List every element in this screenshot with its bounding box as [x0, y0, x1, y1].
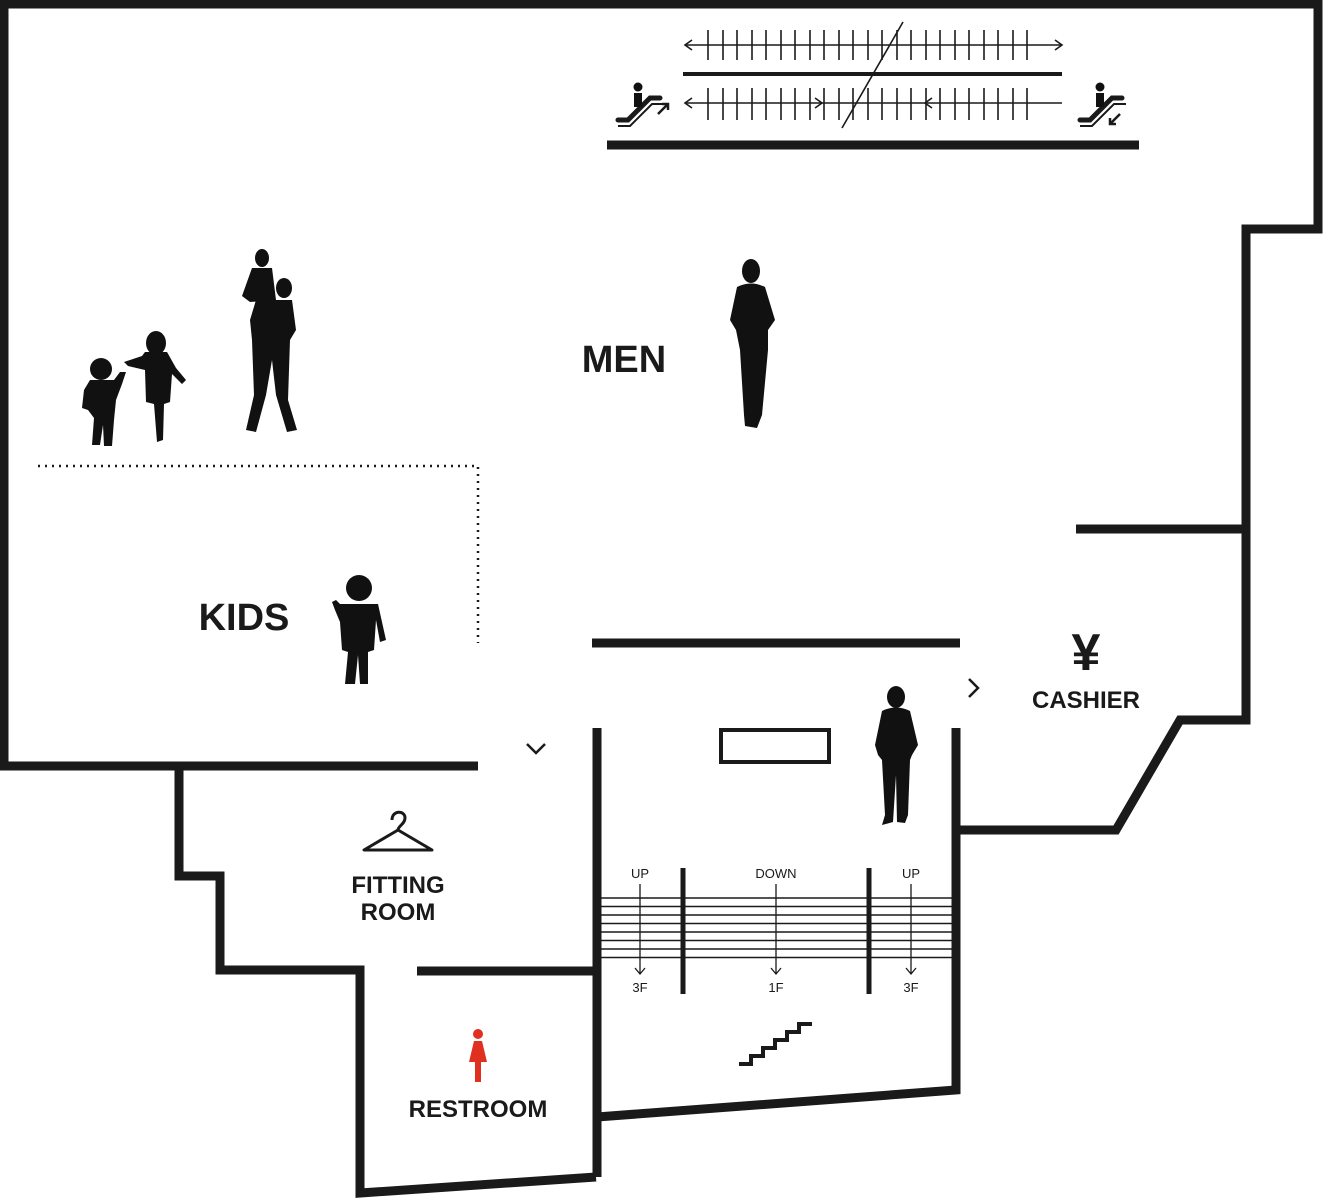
- child-waving-silhouette: [332, 575, 386, 684]
- fitting-room-label-line1: FITTING: [351, 872, 444, 899]
- woman-restroom-icon: [469, 1029, 487, 1082]
- man-in-suit-silhouette: [730, 259, 775, 428]
- fitting-room-wall: [174, 766, 597, 1198]
- kids-label: KIDS: [199, 597, 290, 639]
- restroom-label: RESTROOM: [409, 1096, 548, 1123]
- escalator-up-icon: [615, 82, 670, 127]
- girl-silhouette: [124, 331, 186, 442]
- hanger-icon: [362, 810, 434, 852]
- fitting-room-label-line2: ROOM: [361, 899, 436, 926]
- staircase-icon: [739, 1022, 812, 1066]
- stairs: UP 3F DOWN 1F UP 3F: [600, 866, 952, 995]
- stair-middle-direction: DOWN: [755, 866, 796, 881]
- chevron-right-icon: [968, 678, 980, 698]
- chevron-down-icon: [526, 743, 546, 755]
- stair-right-wall: [596, 728, 961, 1122]
- boy-silhouette: [82, 358, 126, 446]
- men-label: MEN: [582, 339, 666, 381]
- display-table: [719, 728, 831, 764]
- stair-right-floor: 3F: [903, 980, 918, 995]
- family-silhouette: [242, 249, 297, 432]
- escalator-down-icon: [1077, 82, 1126, 127]
- escalator: [683, 21, 1064, 129]
- stair-middle-floor: 1F: [768, 980, 783, 995]
- stair-left-floor: 3F: [632, 980, 647, 995]
- stair-right-direction: UP: [902, 866, 920, 881]
- yen-icon: ¥: [1072, 624, 1101, 682]
- cashier-label: CASHIER: [1032, 687, 1140, 714]
- stair-left-direction: UP: [631, 866, 649, 881]
- outer-wall: [0, 0, 1323, 835]
- man-casual-silhouette: [875, 686, 918, 825]
